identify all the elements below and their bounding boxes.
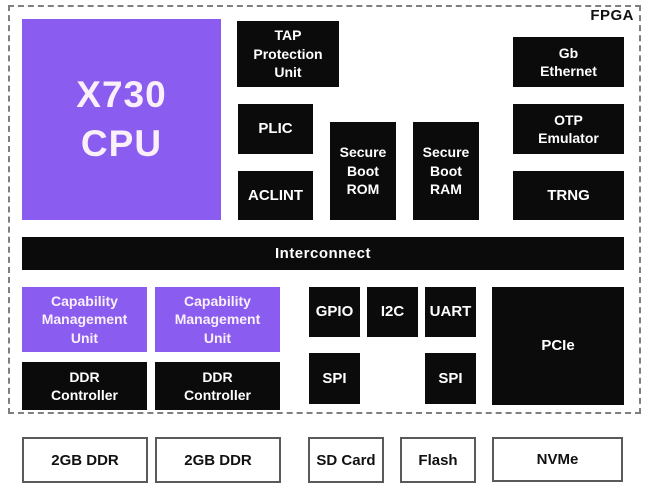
block-secure-boot-rom: Secure Boot ROM <box>330 122 396 220</box>
fpga-label: FPGA <box>590 7 634 24</box>
block-gpio: GPIO <box>309 287 360 337</box>
block-spi-1: SPI <box>309 353 360 404</box>
block-trng: TRNG <box>513 171 624 220</box>
block-ddr-controller-2: DDR Controller <box>155 362 280 410</box>
block-tap-protection-unit: TAP Protection Unit <box>237 21 339 87</box>
block-otp-emulator: OTP Emulator <box>513 104 624 154</box>
external-flash: Flash <box>400 437 476 483</box>
block-interconnect: Interconnect <box>22 237 624 270</box>
block-aclint: ACLINT <box>238 171 313 220</box>
fpga-boundary <box>8 5 641 414</box>
block-gb-ethernet: Gb Ethernet <box>513 37 624 87</box>
block-x730-cpu: X730 CPU <box>22 19 221 220</box>
block-ddr-controller-1: DDR Controller <box>22 362 147 410</box>
block-i2c: I2C <box>367 287 418 337</box>
external-2gb-ddr-2: 2GB DDR <box>155 437 281 483</box>
external-nvme: NVMe <box>492 437 623 482</box>
block-secure-boot-ram: Secure Boot RAM <box>413 122 479 220</box>
block-capability-management-unit-2: Capability Management Unit <box>155 287 280 352</box>
block-spi-2: SPI <box>425 353 476 404</box>
block-pcie: PCIe <box>492 287 624 405</box>
block-capability-management-unit-1: Capability Management Unit <box>22 287 147 352</box>
block-uart: UART <box>425 287 476 337</box>
external-sd-card: SD Card <box>308 437 384 483</box>
external-2gb-ddr-1: 2GB DDR <box>22 437 148 483</box>
block-plic: PLIC <box>238 104 313 154</box>
